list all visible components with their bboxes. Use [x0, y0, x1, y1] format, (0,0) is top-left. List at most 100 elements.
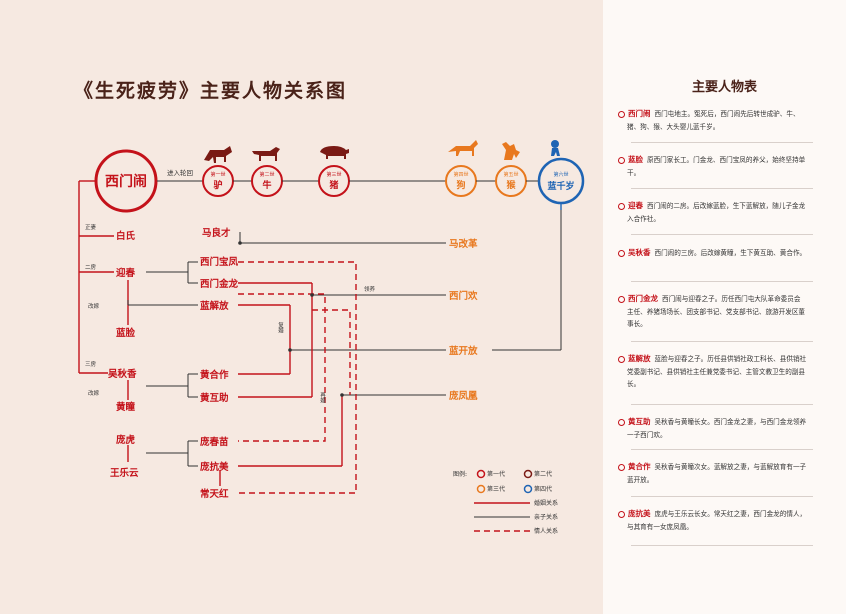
dog-icon: [448, 140, 478, 156]
ox-gen-label: 第二世: [259, 171, 274, 178]
character-name: 迎春: [628, 201, 643, 210]
divider: [631, 234, 813, 235]
character-name: 西门闹: [628, 109, 651, 118]
bullet-icon: [618, 249, 625, 257]
ox-icon: [252, 147, 280, 161]
legend-parent: 亲子关系: [534, 513, 558, 521]
person-baishi: 白氏: [116, 230, 136, 242]
person-lankaifang: 蓝开放: [449, 345, 478, 357]
character-entry: 吴秋香西门闹的三房。后改嫁黄瞳，生下黄互助、黄合作。: [618, 247, 807, 260]
character-entry: 迎春西门闹的二房。后改嫁蓝脸，生下蓝解放，随儿子金龙入合作社。: [618, 200, 807, 225]
person-pangkangmei: 庞抗美: [200, 461, 229, 473]
relationship-diagram: 西门闹 进入轮回 第一世 驴 第二世 牛 第三世 猪 第四世 狗: [78, 140, 585, 535]
character-entry: 蓝解放蓝脸与迎春之子。历任县供销社政工科长、县供销社党委副书记、县供销社主任兼党…: [618, 353, 807, 391]
character-sidebar: 主要人物表 西门闹西门屯地主。冤死后，西门闹先后转世成驴、牛、猪、狗、猴、大头婴…: [603, 0, 846, 614]
bullet-icon: [618, 202, 625, 210]
ximennao-circle: [94, 149, 158, 213]
character-entry: 西门金龙西门闹与迎春之子。历任西门屯大队革命委员会主任、养猪场场长、团支部书记、…: [618, 293, 807, 331]
enter-reincarnation-label: 进入轮回: [167, 168, 193, 177]
divider: [631, 188, 813, 189]
bullet-icon: [618, 295, 625, 303]
divider: [631, 449, 813, 450]
legend-gen4: 第四代: [534, 485, 552, 493]
dog-gen-label: 第四世: [453, 171, 468, 178]
dog-label: 狗: [456, 179, 465, 191]
person-ximenbaofeng: 西门宝凤: [200, 256, 239, 268]
character-name: 黄互助: [628, 417, 651, 426]
label-erfang: 二房: [85, 263, 97, 271]
label-fuhun: 复婚: [277, 321, 284, 335]
person-maliangcai: 马良才: [202, 227, 231, 239]
marriage-lines: [78, 180, 114, 374]
character-entry: 黄互助吴秋香与黄瞳长女。西门金龙之妻，与西门金龙领养一子西门欢。: [618, 416, 807, 441]
character-name: 西门金龙: [628, 294, 658, 303]
person-yingchun: 迎春: [116, 267, 136, 279]
character-description: 原西门家长工。门金龙、西门宝凤的养父，始终坚持单干。: [627, 156, 806, 177]
divider: [631, 281, 813, 282]
legend-marriage: 婚姻关系: [534, 499, 558, 507]
ox-label: 牛: [262, 179, 271, 191]
character-entry: 西门闹西门屯地主。冤死后，西门闹先后转世成驴、牛、猪、狗、猴、大头婴儿蓝千岁。: [618, 108, 807, 133]
reincarnation-pig: 第三世 猪: [318, 146, 350, 197]
reincarnation-lanqiansui: 第六世 蓝千岁: [537, 140, 585, 205]
person-lanlian: 蓝脸: [116, 327, 136, 339]
baby-icon: [551, 140, 559, 148]
legend-gen2: 第二代: [534, 470, 552, 478]
legend-lover: 情人关系: [534, 527, 558, 535]
bullet-icon: [618, 418, 625, 426]
person-wangleyun: 王乐云: [110, 467, 139, 479]
reincarnation-dog: 第四世 狗: [445, 140, 478, 197]
character-name: 吴秋香: [628, 248, 651, 257]
bullet-icon: [618, 510, 625, 518]
parent-lines: [127, 203, 562, 467]
character-name: 蓝解放: [628, 354, 651, 363]
person-wuqiuxiang: 吴秋香: [108, 368, 137, 380]
person-magaige: 马改革: [449, 238, 478, 250]
people-labels: 正妻 白氏 二房 迎春 改嫁 蓝脸 三房 吴秋香 改嫁 黄瞳 庞虎 王乐云 马良…: [85, 223, 478, 500]
legend-gen1-icon: [476, 469, 486, 479]
lanqiansui-gen-label: 第六世: [553, 171, 568, 178]
monkey-label: 猴: [506, 179, 516, 191]
marriage-lines-gen2: [219, 282, 343, 486]
monkey-gen-label: 第五世: [503, 171, 518, 178]
divider: [631, 341, 813, 342]
label-gaijia2: 改嫁: [88, 389, 100, 397]
divider: [631, 142, 813, 143]
character-description: 蓝脸与迎春之子。历任县供销社政工科长、县供销社党委副书记、县供销社主任兼党委书记…: [627, 355, 807, 388]
character-description: 庞虎与王乐云长女。常天红之妻，西门金龙的情人，与其育有一女庞凤凰。: [627, 510, 807, 531]
bullet-icon: [618, 463, 625, 471]
character-entry: 蓝脸原西门家长工。门金龙、西门宝凤的养父，始终坚持单干。: [618, 154, 807, 179]
person-ximenjinlong: 西门金龙: [200, 278, 239, 290]
junction-dots: [238, 241, 344, 397]
lanqiansui-circle: [537, 157, 585, 205]
baby-icon-body: [551, 148, 560, 156]
character-description: 西门闹与迎春之子。历任西门屯大队革命委员会主任、养猪场场长、团支部书记、党支部书…: [627, 295, 806, 328]
reincarnation-donkey: 第一世 驴: [202, 146, 234, 197]
character-name: 黄合作: [628, 462, 651, 471]
legend-gen1: 第一代: [487, 470, 505, 478]
legend-gen3: 第三代: [487, 485, 505, 493]
diagram-panel: 《生死疲劳》主要人物关系图 西门闹 进入轮回 第一世 驴 第二世 牛 第三世 猪: [74, 80, 585, 535]
legend-gen4-icon: [523, 484, 533, 494]
legend: 图例: 第一代 第二代 第三代 第四代 婚姻关系 亲子关系 情人关系: [453, 469, 558, 535]
donkey-icon: [204, 146, 232, 163]
character-name: 蓝脸: [628, 155, 643, 164]
character-name: 庞抗美: [628, 509, 651, 518]
legend-title: 图例:: [453, 470, 467, 478]
label-sanfang: 三房: [85, 360, 97, 368]
person-huanghuzhu: 黄互助: [200, 392, 229, 404]
divider: [631, 545, 813, 546]
character-entry: 庞抗美庞虎与王乐云长女。常天红之妻，西门金龙的情人，与其育有一女庞凤凰。: [618, 508, 807, 533]
page-title: 《生死疲劳》主要人物关系图: [74, 80, 348, 102]
character-description: 吴秋香与黄瞳次女。蓝解放之妻，与蓝解放育有一子蓝开放。: [627, 463, 807, 484]
label-gaijia1: 改嫁: [88, 302, 100, 310]
reincarnation-ox: 第二世 牛: [251, 147, 283, 197]
character-description: 吴秋香与黄瞳长女。西门金龙之妻，与西门金龙领养一子西门欢。: [627, 418, 807, 439]
person-panghu: 庞虎: [116, 434, 136, 446]
character-entry: 黄合作吴秋香与黄瞳次女。蓝解放之妻，与蓝解放育有一子蓝开放。: [618, 461, 807, 486]
bullet-icon: [618, 156, 625, 164]
monkey-icon: [502, 142, 520, 160]
pig-icon: [320, 146, 349, 159]
ximennao-label: 西门闹: [105, 173, 147, 190]
person-huangtong: 黄瞳: [116, 401, 136, 413]
